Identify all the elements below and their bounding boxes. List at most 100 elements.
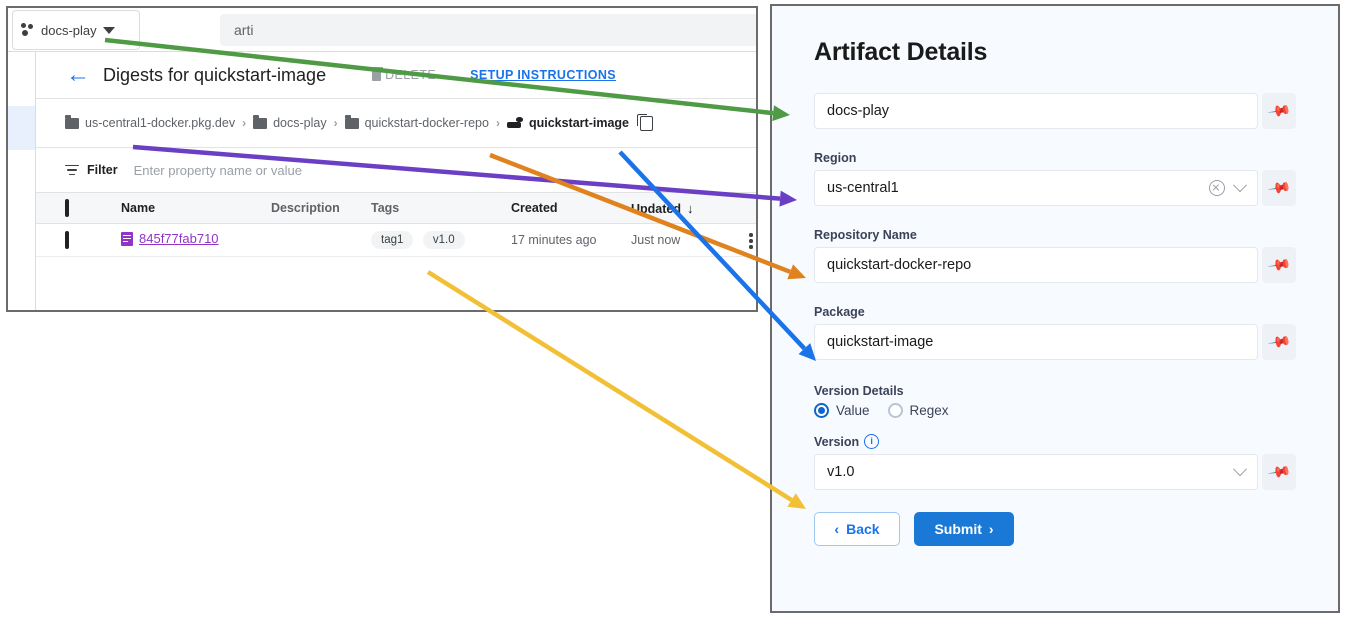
column-header-updated[interactable]: Updated ↓ <box>631 193 741 224</box>
filter-input[interactable]: Enter property name or value <box>133 162 302 178</box>
console-topbar: docs-play arti <box>8 8 756 52</box>
breadcrumb-label: quickstart-docker-repo <box>364 116 489 130</box>
project-input-value: docs-play <box>827 103 890 119</box>
column-header-name[interactable]: Name <box>121 201 156 215</box>
row-created-cell: 17 minutes ago <box>511 233 597 247</box>
form-actions: ‹ Back Submit › <box>814 512 1296 546</box>
tag-chip[interactable]: v1.0 <box>422 231 465 249</box>
copy-icon[interactable] <box>636 113 653 131</box>
project-cluster-icon <box>21 23 35 37</box>
back-arrow-icon[interactable]: ← <box>66 61 90 88</box>
row-name-cell: 845f77fab710 <box>121 224 271 257</box>
pin-version-button[interactable]: 📌 <box>1262 454 1296 490</box>
row-select-cell <box>36 224 121 257</box>
package-label: Package <box>814 305 865 319</box>
back-button[interactable]: ‹ Back <box>814 512 900 546</box>
project-input[interactable]: docs-play <box>814 93 1258 129</box>
pin-project-button[interactable]: 📌 <box>1262 93 1296 129</box>
filter-label: Filter <box>87 163 118 177</box>
back-button-label: Back <box>846 521 880 537</box>
setup-instructions-link[interactable]: SETUP INSTRUCTIONS <box>470 68 616 82</box>
clear-icon[interactable] <box>1209 180 1225 196</box>
breadcrumb-item-registry[interactable]: us-central1-docker.pkg.dev <box>65 114 236 130</box>
digest-link[interactable]: 845f77fab710 <box>121 231 219 246</box>
breadcrumb-separator-icon: › <box>333 116 338 130</box>
breadcrumb-separator-icon: › <box>242 116 247 130</box>
row-updated-cell: Just now <box>631 233 681 247</box>
breadcrumb-item-repository[interactable]: quickstart-docker-repo <box>344 114 489 130</box>
row-description-cell <box>271 224 371 257</box>
field-project: docs-play 📌 <box>814 93 1296 129</box>
left-nav-strip <box>8 52 36 310</box>
version-input-value: v1.0 <box>827 464 855 480</box>
package-input-value: quickstart-image <box>827 334 934 350</box>
breadcrumb-label: us-central1-docker.pkg.dev <box>85 116 236 130</box>
region-label: Region <box>814 151 857 165</box>
field-repository: Repository Name quickstart-docker-repo 📌 <box>814 228 1296 283</box>
delete-button[interactable]: DELETE <box>370 66 437 82</box>
radio-label: Value <box>836 403 870 418</box>
digest-link-label: 845f77fab710 <box>139 231 219 247</box>
region-input[interactable]: us-central1 <box>814 170 1258 206</box>
select-all-header <box>36 193 121 224</box>
pin-icon: 📌 <box>1266 459 1292 485</box>
breadcrumb: us-central1-docker.pkg.dev › docs-play ›… <box>36 99 756 148</box>
trash-icon <box>370 66 384 81</box>
column-header-tags[interactable]: Tags <box>371 201 400 215</box>
pin-package-button[interactable]: 📌 <box>1262 324 1296 360</box>
field-region: Region us-central1 📌 <box>814 151 1296 206</box>
field-version: Version i v1.0 📌 <box>814 434 1296 490</box>
pin-icon: 📌 <box>1266 175 1292 201</box>
repository-input[interactable]: quickstart-docker-repo <box>814 247 1258 283</box>
pin-region-button[interactable]: 📌 <box>1262 170 1296 206</box>
column-header-description[interactable]: Description <box>271 201 340 215</box>
filter-bar: Filter Enter property name or value <box>36 148 756 193</box>
radio-option-regex[interactable]: Regex <box>887 403 949 418</box>
column-header-updated-label: Updated <box>631 201 681 216</box>
select-all-checkbox[interactable] <box>65 199 69 217</box>
console-main-content: ← Digests for quickstart-image DELETE SE… <box>36 52 756 310</box>
version-input[interactable]: v1.0 <box>814 454 1258 490</box>
breadcrumb-label: docs-play <box>273 116 327 130</box>
radio-icon <box>887 403 903 418</box>
submit-button[interactable]: Submit › <box>914 512 1014 546</box>
version-details-group: Version Details Value Regex <box>814 384 1296 418</box>
package-input[interactable]: quickstart-image <box>814 324 1258 360</box>
sort-descending-icon: ↓ <box>687 200 694 216</box>
pin-repository-button[interactable]: 📌 <box>1262 247 1296 283</box>
filter-icon <box>65 164 79 176</box>
breadcrumb-item-package[interactable]: quickstart-image <box>506 116 629 130</box>
delete-button-label: DELETE <box>385 68 437 82</box>
breadcrumb-label: quickstart-image <box>528 116 629 130</box>
version-label-text: Version <box>814 434 860 449</box>
pin-icon: 📌 <box>1266 329 1292 355</box>
chevron-down-icon[interactable] <box>1232 178 1248 193</box>
version-details-label: Version Details <box>814 384 904 398</box>
pin-icon: 📌 <box>1266 98 1292 124</box>
artifact-registry-console-panel: docs-play arti ← Digests for quickstart-… <box>6 6 758 312</box>
project-selector-chip[interactable]: docs-play <box>12 10 140 50</box>
breadcrumb-item-project[interactable]: docs-play <box>253 114 327 130</box>
page-header: ← Digests for quickstart-image DELETE SE… <box>36 52 756 99</box>
nav-active-indicator[interactable] <box>8 106 35 150</box>
folder-icon <box>253 114 268 129</box>
info-icon[interactable]: i <box>864 434 880 449</box>
artifact-details-panel: Artifact Details docs-play 📌 Region us-c… <box>770 4 1340 613</box>
docker-icon <box>506 117 523 129</box>
column-header-created[interactable]: Created <box>511 201 558 215</box>
table-row[interactable]: 845f77fab710 tag1 v1.0 17 minutes ago Ju… <box>36 224 756 257</box>
radio-option-value[interactable]: Value <box>814 403 870 418</box>
radio-icon <box>814 403 829 418</box>
region-input-value: us-central1 <box>827 180 899 196</box>
repository-label: Repository Name <box>814 228 917 242</box>
console-search-input[interactable]: arti <box>220 14 756 46</box>
tag-chip[interactable]: tag1 <box>371 231 414 249</box>
page-title: Artifact Details <box>814 38 988 66</box>
chevron-down-icon[interactable] <box>1232 462 1248 477</box>
row-tags-cell: tag1 v1.0 <box>371 224 511 257</box>
column-header-menu <box>741 193 756 224</box>
folder-icon <box>65 114 79 129</box>
row-checkbox[interactable] <box>65 231 69 249</box>
table-header-row: Name Description Tags Created Updated ↓ <box>36 193 756 224</box>
submit-button-label: Submit <box>934 521 982 537</box>
